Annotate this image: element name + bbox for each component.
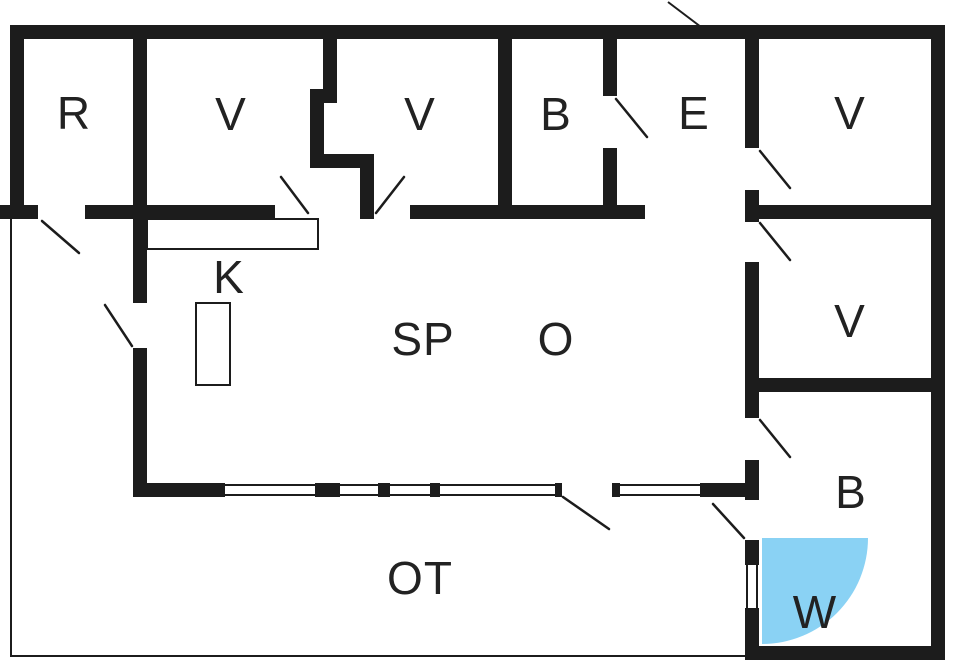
wall-living-south-seg2 [315, 483, 340, 497]
door-swing-kitchen [103, 303, 134, 348]
wall-center-right-seg1 [745, 25, 759, 148]
kitchen-counter [146, 218, 319, 250]
wall-living-west-seg1 [133, 219, 147, 303]
room-label-w: W [792, 586, 838, 638]
wall-divider-b-e-upper [603, 39, 617, 96]
diagonal-mark [667, 1, 702, 28]
wall-right-wing-row2 [759, 378, 931, 392]
wall-hall-top-seg2 [85, 205, 275, 219]
room-label-v1: V [215, 88, 247, 140]
wall-right-wing-row1 [759, 205, 931, 219]
room-label-sp: SP [391, 313, 455, 365]
door-swing-room-b-top [614, 97, 649, 139]
wall-center-right-seg3 [745, 262, 759, 418]
wall-living-south-seg1 [133, 483, 225, 497]
wall-living-south-seg5 [555, 483, 562, 497]
door-swing-room-r [40, 219, 81, 255]
wall-exterior-left-upper [10, 25, 24, 219]
room-label-b-right: B [835, 466, 867, 518]
wall-jog-bottom [360, 154, 374, 219]
room-label-v-right-mid: V [834, 295, 866, 347]
door-swing-room-v2 [374, 175, 406, 215]
door-swing-v-right-mid [758, 221, 792, 262]
wall-exterior-top [10, 25, 945, 39]
room-label-o: O [537, 313, 575, 365]
room-label-k: K [213, 251, 245, 303]
wall-hall-top-seg3 [410, 205, 645, 219]
wall-center-right-seg2 [745, 190, 759, 222]
room-label-v2: V [404, 88, 436, 140]
room-label-ot: OT [387, 552, 453, 604]
kitchen-island [195, 302, 231, 386]
wall-divider-b-e-lower [603, 148, 617, 219]
wall-divider-r-v [133, 39, 147, 219]
room-label-v-right-top: V [834, 87, 866, 139]
door-swing-b-right [758, 418, 792, 459]
terrace-outline [10, 219, 745, 657]
room-label-b-top: B [540, 88, 572, 140]
wall-living-south-seg7 [700, 483, 759, 497]
wall-center-right-seg5 [745, 540, 759, 565]
door-swing-ot-entry [711, 502, 746, 540]
shower-quarter-circle [762, 538, 868, 644]
wall-center-right-seg6 [745, 608, 759, 660]
wall-exterior-right [931, 25, 945, 660]
wall-divider-v-b [498, 39, 512, 219]
wall-hall-top-seg1 [0, 205, 38, 219]
door-swing-terrace [561, 495, 611, 531]
wall-living-south-seg3 [378, 483, 390, 497]
door-swing-v-right-top [758, 149, 792, 190]
wall-jog-top [323, 39, 337, 103]
wall-exterior-bottom-right [745, 646, 945, 660]
wall-jog-step-lower [310, 154, 374, 168]
wall-living-south-seg4 [430, 483, 440, 497]
wall-living-south-seg6 [612, 483, 620, 497]
wall-living-west-seg2 [133, 348, 147, 483]
door-swing-room-v1 [279, 175, 310, 215]
room-label-e: E [678, 87, 710, 139]
wall-jog-left [310, 89, 324, 168]
room-label-r: R [56, 87, 92, 139]
